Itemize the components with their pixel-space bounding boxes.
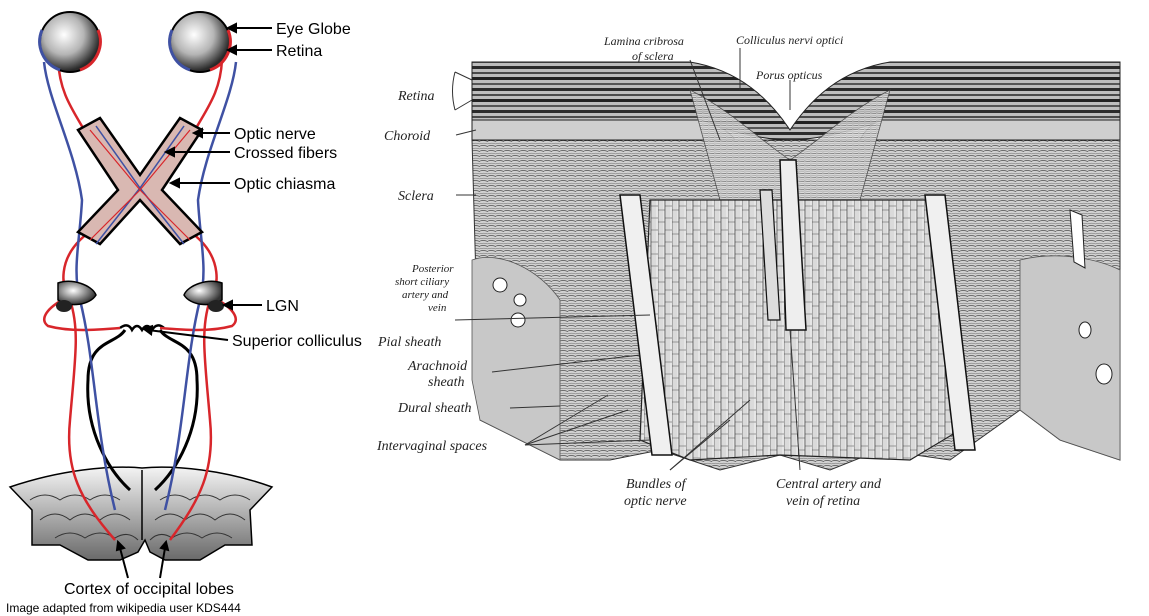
label-arachnoid-1: Arachnoid [407,359,468,374]
label-cortex: Cortex of occipital lobes [64,581,234,598]
label-central-artery-2: vein of retina [786,494,860,509]
optic-nerve-cross-section: Lamina cribrosa of sclera Colliculus ner… [376,33,1120,509]
label-bundles-2: optic nerve [624,494,687,509]
label-retina-right: Retina [397,89,435,104]
visual-pathway-diagram: Eye Globe Retina Optic nerve Crossed fib… [6,12,362,615]
label-crossed-fibers: Crossed fibers [234,145,337,162]
label-lgn: LGN [266,298,299,315]
label-choroid: Choroid [384,129,431,144]
label-posterior-2: short ciliary [395,276,449,288]
label-lamina-cribrosa-2: of sclera [632,49,674,63]
optic-chiasm [78,118,202,244]
label-arachnoid-2: sheath [428,375,465,390]
label-lamina-cribrosa-1: Lamina cribrosa [603,34,684,48]
label-sclera: Sclera [398,189,434,204]
label-optic-chiasma: Optic chiasma [234,176,335,193]
label-optic-nerve: Optic nerve [234,126,316,143]
label-central-artery-1: Central artery and [776,477,882,492]
label-bundles-1: Bundles of [626,477,688,492]
optic-radiation-loop [88,330,198,490]
lgn-left [56,281,96,312]
superior-colliculus-shape [120,325,164,330]
label-intervaginal-spaces: Intervaginal spaces [376,439,488,454]
label-colliculus-nervi-optici: Colliculus nervi optici [736,33,843,47]
label-superior-colliculus: Superior colliculus [232,333,362,350]
label-posterior-3: artery and [402,289,449,301]
label-porus-opticus: Porus opticus [755,68,823,82]
label-posterior-1: Posterior [411,263,454,275]
left-eye [40,12,101,72]
label-dural-sheath: Dural sheath [397,401,472,416]
label-posterior-4: vein [428,302,447,314]
lgn-right [184,281,224,312]
image-credit: Image adapted from wikipedia user KDS444 [6,601,241,615]
label-eye-globe: Eye Globe [276,21,351,38]
right-eye [170,12,231,72]
label-retina-left: Retina [276,43,322,60]
label-pial-sheath: Pial sheath [377,335,441,350]
occipital-cortex [10,467,272,560]
